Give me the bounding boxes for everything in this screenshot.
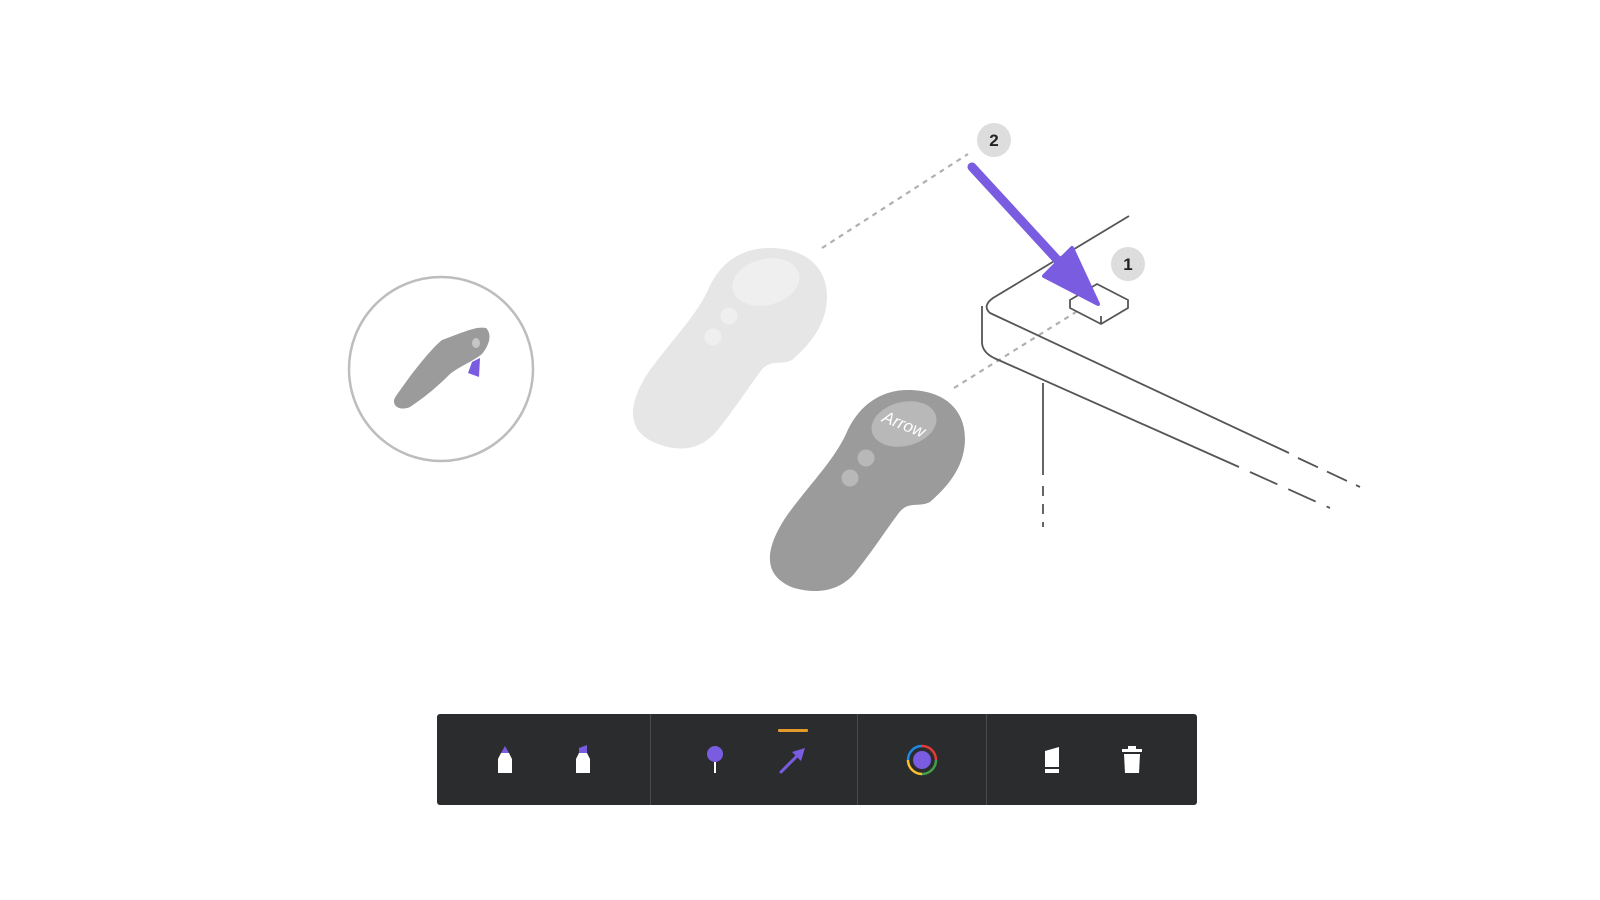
edit-tool-group [987, 714, 1197, 805]
trash-icon [1122, 745, 1142, 773]
projection-lines [821, 153, 1077, 389]
marker-chisel-icon [575, 744, 590, 773]
arrow-tool-icon [779, 747, 805, 773]
color-tool-group [858, 714, 987, 805]
pin-button[interactable] [696, 741, 734, 779]
small-controller-trigger-icon [468, 358, 480, 377]
marker-chisel-button[interactable] [564, 741, 602, 779]
table-outline [981, 215, 1361, 527]
annotation-toolbar [437, 714, 1197, 805]
trash-button[interactable] [1113, 741, 1151, 779]
controller-zoom-inset [347, 275, 535, 463]
marker-tool-group [437, 714, 651, 805]
active-tool-indicator [778, 728, 808, 732]
callout-badge-2: 2 [977, 123, 1011, 157]
callout-badge-1: 1 [1111, 247, 1145, 281]
callout-number-2: 2 [989, 131, 998, 150]
active-controller: Arrow [769, 390, 965, 592]
pin-icon [707, 745, 723, 773]
eraser-button[interactable] [1033, 741, 1071, 779]
arrow-tool-button[interactable] [774, 728, 812, 779]
eraser-icon [1045, 746, 1059, 773]
marker-pointed-icon [497, 745, 512, 773]
annotation-arrow [967, 162, 1100, 306]
ghost-controller [632, 248, 827, 449]
small-controller-shape [393, 327, 490, 409]
callout-number-1: 1 [1123, 255, 1132, 274]
pointer-tool-group [651, 714, 858, 805]
color-picker-icon [906, 744, 938, 775]
color-picker-button[interactable] [903, 741, 941, 779]
marker-pointed-button[interactable] [486, 741, 524, 779]
